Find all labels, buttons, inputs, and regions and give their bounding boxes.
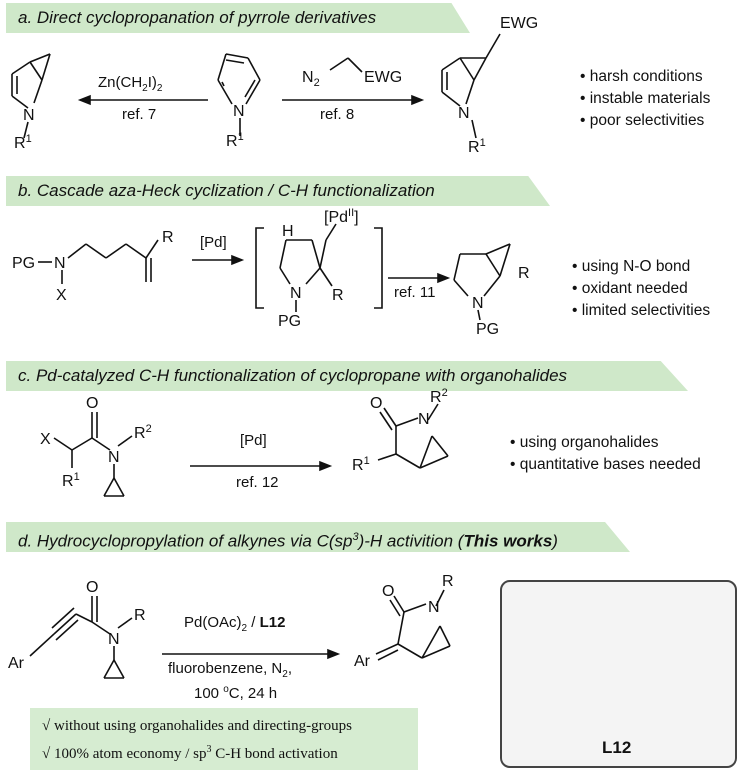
- panel-a-left-arrowhead: [77, 94, 91, 106]
- panel-c-prod-r2: R2: [430, 387, 448, 406]
- panel-a-n-left: N: [23, 107, 35, 124]
- panel-d-substrate: [29, 596, 133, 679]
- panel-c-product: [377, 403, 449, 469]
- panel-a-n2: N2: [302, 69, 320, 89]
- panel-c-bullet: quantitative bases needed: [510, 454, 701, 476]
- panel-d-note-1: √ without using organohalides and direct…: [42, 718, 352, 734]
- panel-a-bullet: poor selectivities: [580, 110, 710, 132]
- panel-b-bullets: using N-O bond oxidant needed limited se…: [572, 256, 710, 322]
- panel-c-prod-o: O: [370, 395, 382, 412]
- panel-a-product-ewg: EWG: [500, 15, 538, 32]
- panel-d-r: R: [134, 607, 146, 624]
- panel-b-pg: PG: [12, 255, 35, 272]
- panel-b-title: b. Cascade aza-Heck cyclization / C-H fu…: [18, 181, 435, 200]
- panel-a-r1-right: R1: [468, 137, 486, 156]
- panel-c-r1: R1: [62, 471, 80, 490]
- panel-c-x: X: [40, 431, 51, 448]
- panel-c-o: O: [86, 395, 98, 412]
- panel-b-int-pg: PG: [278, 313, 301, 330]
- panel-b-bullet: using N-O bond: [572, 256, 710, 278]
- panel-d-cond-2: fluorobenzene, N2,: [168, 660, 292, 680]
- panel-b-product: [453, 243, 511, 321]
- panel-a-right-arrowhead: [411, 94, 425, 106]
- panel-b-bullet: oxidant needed: [572, 278, 710, 300]
- panel-c-r2: R2: [134, 423, 152, 442]
- panel-a-right-product: [441, 33, 501, 139]
- panel-b-prod-n: N: [472, 295, 484, 312]
- panel-b-header: b. Cascade aza-Heck cyclization / C-H fu…: [6, 176, 550, 206]
- panel-d-prod-r: R: [442, 573, 454, 590]
- panel-d-title-prefix: d. Hydrocyclopropylation of alkynes via …: [18, 531, 353, 551]
- panel-c-prod-n: N: [418, 411, 430, 428]
- panel-b-catalyst: [Pd]: [200, 234, 227, 251]
- panel-b-ref: ref. 11: [394, 284, 436, 301]
- panel-b-intermediate: [279, 223, 337, 312]
- panel-a-title: a. Direct cyclopropanation of pyrrole de…: [18, 8, 377, 27]
- panel-a-left-ref: ref. 7: [122, 106, 157, 123]
- panel-d-note-2: √ 100% atom economy / sp3 C-H bond activ…: [42, 744, 338, 762]
- panel-b-n: N: [54, 255, 66, 272]
- panel-a-r1-left: R1: [14, 133, 32, 152]
- panel-c-n: N: [108, 449, 120, 466]
- l12-box: L12: [500, 580, 737, 768]
- panel-b-int-r: R: [332, 287, 344, 304]
- panel-a-header: a. Direct cyclopropanation of pyrrole de…: [6, 3, 470, 33]
- panel-a-n-mid: N: [233, 103, 245, 120]
- panel-d-title-sup: 3: [352, 531, 359, 543]
- panel-a-n-right: N: [458, 105, 470, 122]
- panel-d-cond-3: 100 oC, 24 h: [194, 684, 278, 702]
- panel-b-pd: [PdII]: [324, 207, 359, 226]
- panel-a-bullets: harsh conditions instable materials poor…: [580, 66, 711, 132]
- panel-c-bullets: using organohalides quantitative bases n…: [510, 432, 701, 476]
- panel-d-product: [375, 589, 451, 661]
- panel-a-right-ref: ref. 8: [320, 106, 355, 123]
- panel-d-ar: Ar: [8, 655, 25, 672]
- panel-d-note-box: √ without using organohalides and direct…: [30, 708, 418, 770]
- panel-a-r1-mid: R1: [226, 131, 244, 150]
- panel-b-substrate: [38, 239, 159, 284]
- panel-d-title-suffix: ): [552, 531, 558, 551]
- panel-b-h: H: [282, 223, 294, 240]
- panel-c-prod-r1: R1: [352, 455, 370, 474]
- panel-d-header: d. Hydrocyclopropylation of alkynes via …: [6, 522, 630, 552]
- panel-b-r: R: [162, 229, 174, 246]
- panel-a-bullet: instable materials: [580, 88, 711, 110]
- panel-d-prod-n: N: [428, 599, 440, 616]
- panel-a-left-reagent: Zn(CH2I)2: [98, 74, 163, 94]
- panel-b-int-n: N: [290, 285, 302, 302]
- panel-a-pyrrole: [217, 53, 261, 136]
- panel-a-ewg-reagent: EWG: [364, 69, 402, 86]
- panel-c-substrate: [53, 412, 133, 497]
- panel-c-title: c. Pd-catalyzed C-H functionalization of…: [18, 366, 568, 385]
- panel-d-prod-ar: Ar: [354, 653, 371, 670]
- panel-b-prod-pg: PG: [476, 321, 499, 338]
- panel-d-prod-o: O: [382, 583, 394, 600]
- panel-b-bullet: limited selectivities: [572, 300, 710, 322]
- panel-c-catalyst: [Pd]: [240, 432, 267, 449]
- panel-a-bullet: harsh conditions: [580, 66, 710, 88]
- panel-c-bullet: using organohalides: [510, 432, 701, 454]
- panel-c-ref: ref. 12: [236, 474, 279, 491]
- l12-label: L12: [602, 738, 632, 757]
- panel-d-title-mid: )-H activition (: [358, 531, 464, 551]
- panel-d-o: O: [86, 579, 98, 596]
- panel-d-n: N: [108, 631, 120, 648]
- panel-c-header: c. Pd-catalyzed C-H functionalization of…: [6, 361, 688, 391]
- panel-b-x: X: [56, 287, 67, 304]
- panel-b-prod-r: R: [518, 265, 530, 282]
- panel-a-left-product: [11, 53, 51, 139]
- panel-d-title-bold: This works: [463, 531, 553, 551]
- panel-d-cond-1: Pd(OAc)2 / L12: [184, 614, 286, 634]
